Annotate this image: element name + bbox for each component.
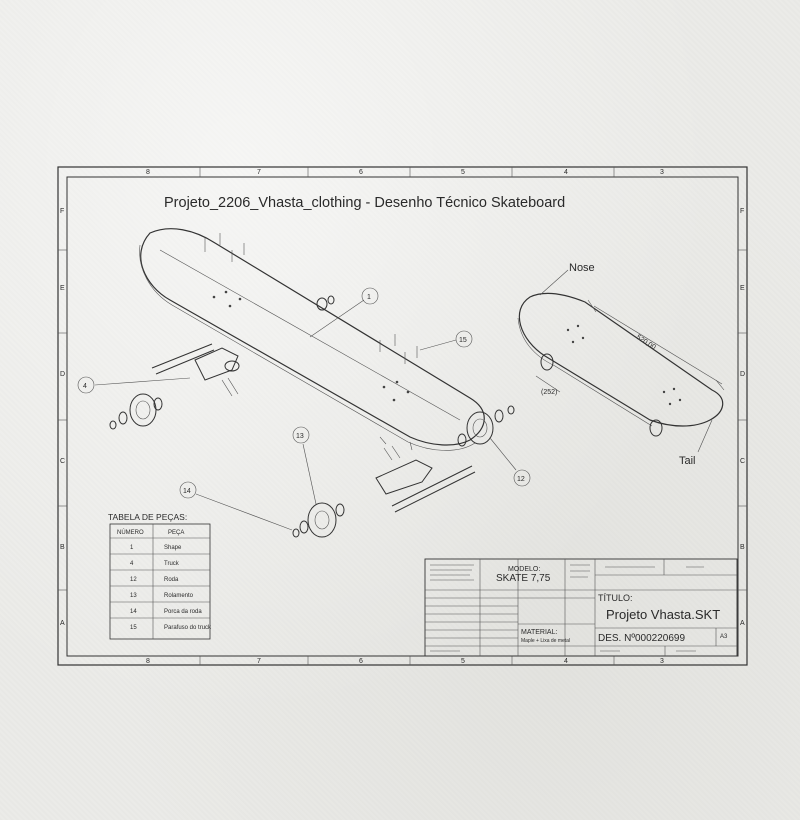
- table-row-part: Porca da roda: [164, 609, 202, 615]
- material-label: MATERIAL:: [521, 629, 557, 636]
- drawing-number: DES. Nº000220699: [598, 633, 685, 644]
- assembled-board-view: 520,00 (252) Nose Tail: [517, 262, 725, 467]
- skateboard-deck-exploded: [139, 228, 485, 451]
- table-row-number: 12: [130, 577, 137, 583]
- column-label: 5: [461, 169, 465, 176]
- row-label: E: [740, 285, 745, 292]
- column-label: 4: [564, 169, 568, 176]
- row-label: B: [740, 544, 745, 551]
- table-row-part: Rolamento: [164, 593, 194, 599]
- outer-frame: [57, 166, 748, 666]
- callout-label: 12: [517, 476, 525, 483]
- column-label: 5: [461, 658, 465, 665]
- truck-screws: [204, 233, 418, 364]
- column-label: 6: [359, 169, 363, 176]
- table-row-part: Truck: [164, 561, 180, 567]
- material-value: Maple + Lixa de metal: [521, 638, 570, 644]
- row-label: F: [740, 208, 744, 215]
- callout-label: 15: [459, 337, 467, 344]
- border-ticks: [58, 167, 747, 665]
- table-header-part: PEÇA: [168, 530, 184, 536]
- column-label: 3: [660, 658, 664, 665]
- border-row-labels: F E D C B A F E D C B A: [60, 208, 745, 627]
- border-column-labels: 8 7 6 5 4 3 8 7 6 5 4 3: [146, 169, 664, 665]
- length-dimension: 520,00: [635, 334, 657, 352]
- callouts: 1 4 15 13 12 14: [77, 287, 531, 531]
- sheet-size: A3: [720, 634, 728, 640]
- model-value: SKATE 7,75: [496, 573, 551, 584]
- tail-label: Tail: [679, 455, 696, 467]
- row-label: C: [60, 458, 65, 465]
- table-row-part: Parafuso do truck: [164, 625, 212, 631]
- column-label: 4: [564, 658, 568, 665]
- column-label: 8: [146, 169, 150, 176]
- table-header-number: NÚMERO: [117, 529, 144, 536]
- row-label: F: [60, 208, 64, 215]
- callout-label: 4: [83, 383, 87, 390]
- front-truck-assembly: [109, 295, 335, 430]
- inner-frame: [66, 176, 739, 657]
- row-label: A: [740, 620, 745, 627]
- column-label: 3: [660, 169, 664, 176]
- parts-table: TABELA DE PEÇAS: 1 Shape 4 Truck 12 Roda 13 Rol…: [108, 512, 212, 640]
- parts-table-title: TABELA DE PEÇAS:: [108, 512, 187, 522]
- title-block: MODELO: SKATE 7,75 TÍTULO: Projeto Vhast…: [424, 558, 738, 657]
- table-row-number: 13: [130, 593, 137, 599]
- rear-truck-assembly: [292, 405, 515, 538]
- drawing-title: Projeto_2206_Vhasta_clothing - Desenho T…: [164, 195, 565, 211]
- row-label: D: [740, 371, 745, 378]
- callout-label: 14: [183, 488, 191, 495]
- column-label: 7: [257, 169, 261, 176]
- row-label: C: [740, 458, 745, 465]
- callout-label: 13: [296, 433, 304, 440]
- row-label: D: [60, 371, 65, 378]
- column-label: 8: [146, 658, 150, 665]
- title-value: Projeto Vhasta.SKT: [606, 607, 720, 622]
- row-label: A: [60, 620, 65, 627]
- table-row-number: 14: [130, 609, 137, 615]
- table-row-number: 4: [130, 561, 134, 567]
- callout-label: 1: [367, 294, 371, 301]
- model-label: MODELO:: [508, 566, 540, 573]
- row-label: E: [60, 285, 65, 292]
- title-label: TÍTULO:: [598, 593, 633, 603]
- column-label: 6: [359, 658, 363, 665]
- width-dimension: (252): [541, 389, 557, 396]
- nose-label: Nose: [569, 262, 595, 274]
- table-row-number: 1: [130, 545, 134, 551]
- column-label: 7: [257, 658, 261, 665]
- table-row-part: Shape: [164, 545, 182, 551]
- row-label: B: [60, 544, 65, 551]
- table-row-number: 15: [130, 625, 137, 631]
- table-row-part: Roda: [164, 577, 179, 583]
